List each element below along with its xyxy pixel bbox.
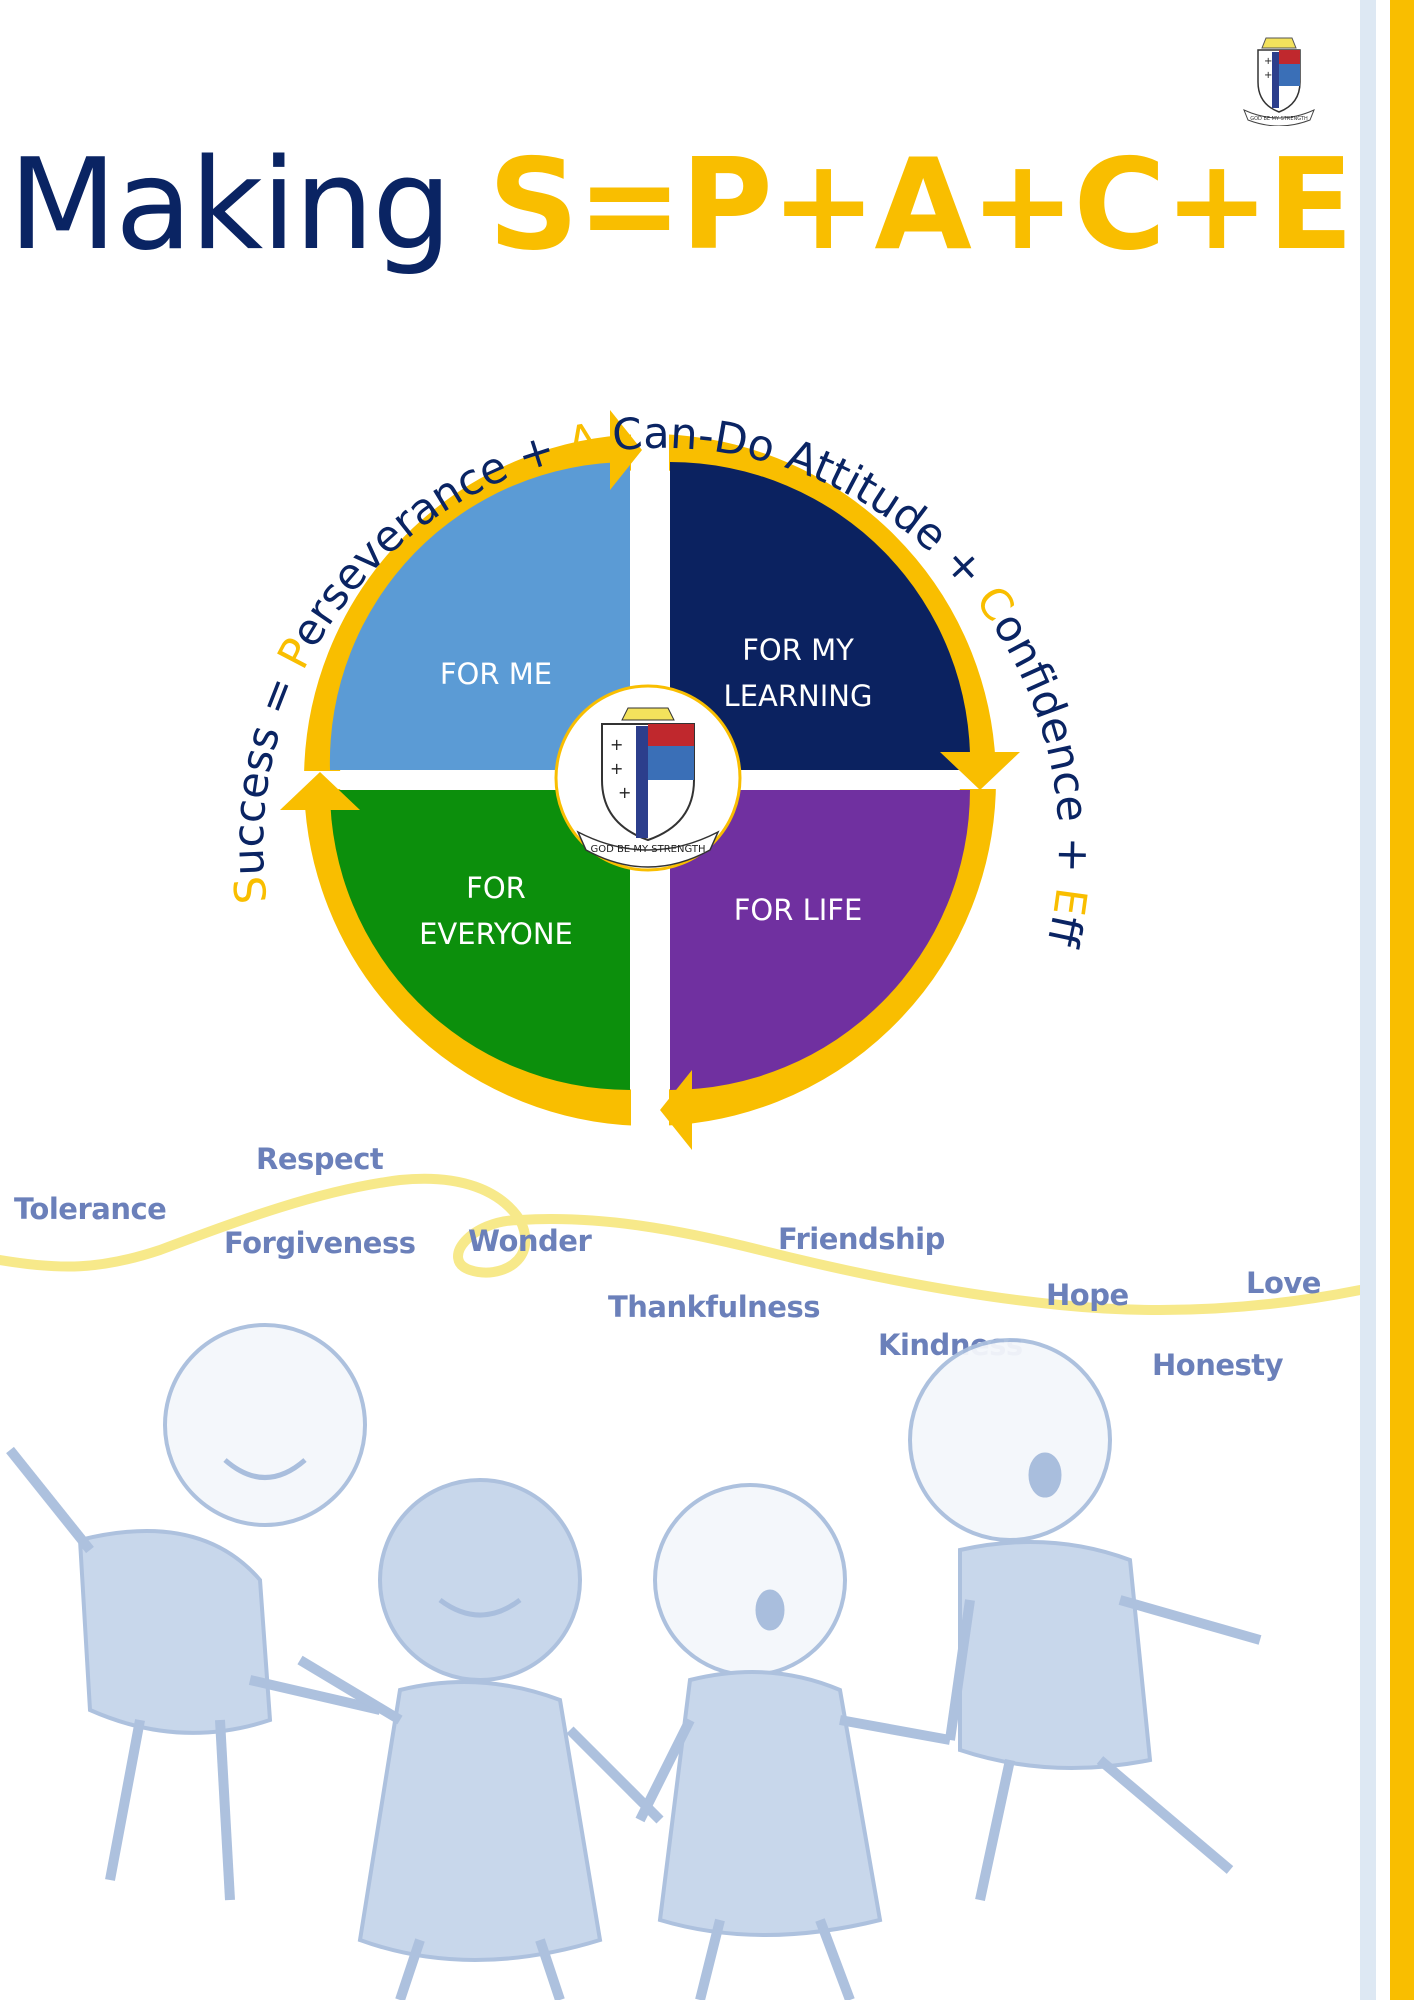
value-word: Love	[1246, 1266, 1321, 1300]
arrow-top-icon	[610, 410, 642, 490]
quadrant-for-my-learning-bg	[670, 462, 971, 770]
arrow-right-icon	[940, 752, 1020, 790]
border-stripe-light	[1360, 0, 1376, 2000]
value-word: Friendship	[778, 1222, 945, 1256]
title-prefix: Making	[8, 131, 452, 278]
svg-text:+: +	[610, 759, 623, 778]
values-ribbon	[0, 1173, 1360, 1315]
value-word: Honesty	[1152, 1348, 1284, 1382]
arc-text-segment: S	[225, 874, 278, 907]
school-crest-center-icon: + + + GOD BE MY STRENGTH	[554, 684, 742, 872]
value-word: Thankfulness	[608, 1290, 820, 1324]
value-word: Tolerance	[14, 1192, 167, 1226]
svg-text:+: +	[610, 735, 623, 754]
border-stripe-gold	[1390, 0, 1414, 2000]
values-word-cloud: Tolerance Respect Forgiveness Wonder Fri…	[0, 1120, 1360, 1420]
crest-motto: GOD BE MY STRENGTH	[591, 844, 706, 855]
arrow-left-icon	[280, 772, 360, 810]
quadrant-for-life-bg	[670, 790, 970, 1090]
value-word: Wonder	[468, 1224, 592, 1258]
arrow-bottom-icon	[660, 1070, 692, 1150]
arc-text-segment: uccess =	[224, 655, 313, 876]
value-word: Hope	[1046, 1278, 1129, 1312]
arc-text-segment: onfidence +	[983, 604, 1099, 890]
value-word: Respect	[256, 1142, 384, 1176]
arc-text-segment: E	[1043, 885, 1096, 919]
quadrant-for-me-label: FOR ME	[440, 657, 552, 691]
title-formula: S=P+A+C+E	[488, 131, 1353, 278]
value-word: Forgiveness	[224, 1226, 416, 1260]
quadrant-for-life-label: FOR LIFE	[734, 893, 863, 927]
svg-text:+: +	[618, 783, 631, 802]
svg-text:+: +	[1264, 56, 1272, 67]
quadrant-for-me-bg	[329, 462, 630, 770]
school-crest-icon: + + GOD BE MY STRENGTH	[1243, 37, 1315, 126]
page-title: Making S=P+A+C+E	[0, 130, 1360, 280]
children-holding-hands-illustration	[6, 1323, 1262, 2000]
crest-motto-small: GOD BE MY STRENGTH	[1250, 116, 1308, 122]
svg-text:+: +	[1264, 70, 1272, 81]
quadrant-for-everyone-bg	[330, 790, 630, 1090]
